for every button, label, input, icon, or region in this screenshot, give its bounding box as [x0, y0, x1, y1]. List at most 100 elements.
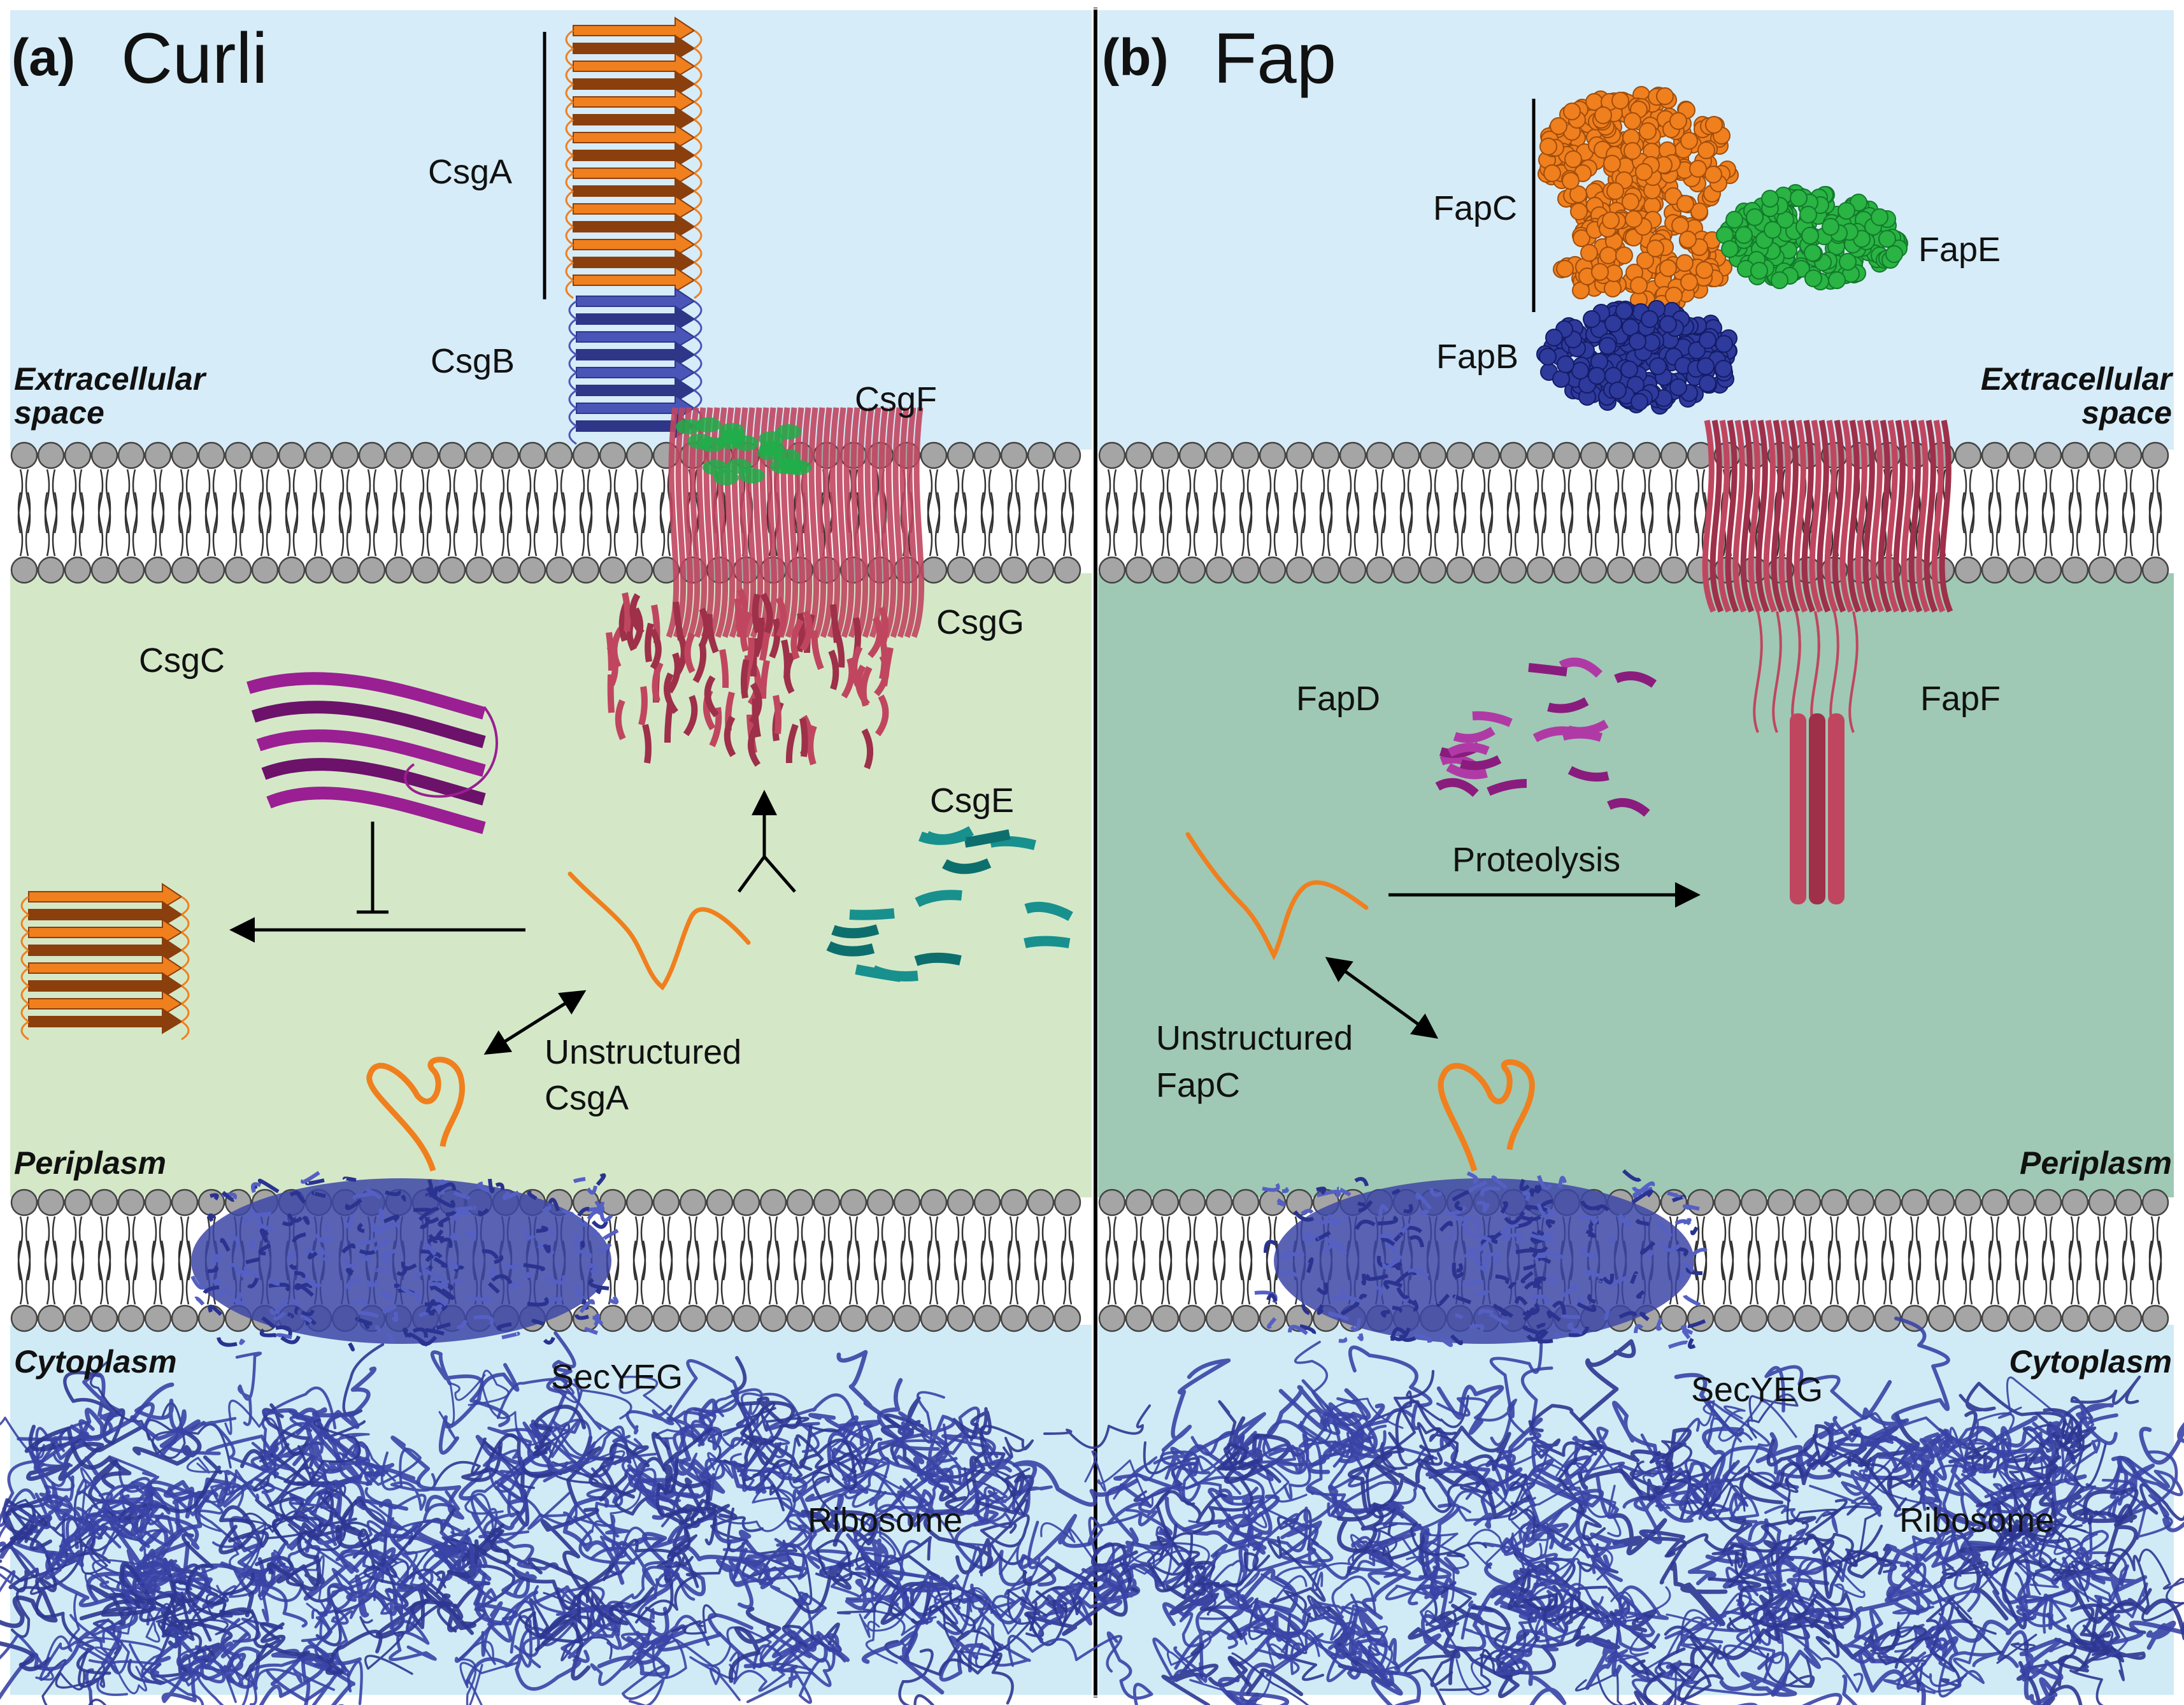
fapd-element [1528, 663, 1567, 676]
rna-ribbon [285, 1559, 343, 1646]
lipid-tail [365, 469, 371, 534]
beta-strand [573, 266, 696, 293]
atom-sphere [1606, 182, 1624, 200]
fape-sphere-cluster [1716, 184, 1908, 290]
lipid-head [652, 1188, 680, 1216]
lipid-tail [17, 1216, 24, 1281]
secyeg-helix [1452, 1190, 1470, 1202]
rna-ribbon [56, 1516, 133, 1568]
rna-ribbon [539, 1418, 631, 1460]
exchange-arrow-right [1325, 957, 1439, 1039]
csge-element [831, 924, 880, 939]
barrel-strand [1916, 420, 1931, 613]
secyeg-helix [1543, 1230, 1555, 1239]
secyeg-helix [422, 1266, 439, 1280]
pore-helix [719, 649, 729, 688]
secyeg-helix [1515, 1248, 1538, 1259]
secyeg-helix [429, 1285, 452, 1301]
rna-ribbon [1266, 1604, 1367, 1677]
rna-ribbon [339, 1547, 396, 1602]
rna-ribbon [869, 1464, 962, 1513]
strand-loop [20, 895, 29, 916]
strand-loop [694, 29, 703, 50]
lipid-head [1660, 556, 1688, 584]
barrel-strand [1709, 420, 1724, 613]
rna-ribbon [155, 1626, 249, 1670]
rna-ribbon [78, 1638, 161, 1673]
barrel-strand [1923, 420, 1938, 613]
secyeg-helix [548, 1297, 563, 1302]
secyeg-helix [476, 1181, 492, 1194]
lipid-tail [178, 1216, 184, 1281]
fapb-sphere-cluster [1536, 300, 1738, 415]
secyeg-helix [1587, 1294, 1596, 1304]
secyeg-helix [1386, 1243, 1398, 1253]
lipid-head [652, 1304, 680, 1332]
lipid-head [2115, 556, 2143, 584]
lipid-head [1098, 556, 1126, 584]
lipid-tail [747, 1240, 753, 1305]
lipid-tail [1640, 469, 1646, 534]
pore-helix [811, 630, 824, 670]
lipid-tail [124, 1240, 131, 1305]
lipid-head [1259, 556, 1287, 584]
lipid-tail [961, 492, 967, 557]
region-periplasm-a: Periplasm [14, 1145, 166, 1181]
atom-sphere [1557, 355, 1574, 373]
pore-helix [629, 593, 645, 636]
rna-ribbon [1252, 1541, 1334, 1572]
rna-ribbon [24, 1426, 132, 1490]
pore-helix [760, 592, 773, 634]
rna-ribbon [1260, 1566, 1324, 1592]
secyeg-helix [1278, 1270, 1299, 1278]
rna-ribbon [331, 1432, 396, 1482]
lipid-head [1927, 1304, 1955, 1332]
secyeg-helix [378, 1208, 384, 1222]
beta-strand [28, 918, 183, 945]
rna-ribbon [898, 1648, 935, 1705]
lipid-tail [1480, 492, 1486, 557]
rna-ribbon [728, 1606, 782, 1683]
lipid-tail [1380, 492, 1387, 557]
secyeg-helix [1687, 1338, 1696, 1349]
lipid-head [1000, 1188, 1028, 1216]
lipid-tail [1139, 469, 1146, 534]
rna-ribbon [1938, 1629, 1985, 1698]
secyeg-helix [437, 1182, 456, 1193]
lipid-tail [1132, 469, 1138, 534]
secyeg-helix [1281, 1187, 1289, 1194]
lipid-head [679, 1188, 707, 1216]
lipid-head [866, 1188, 894, 1216]
rna-ribbon [1530, 1404, 1603, 1450]
lipid-head [2115, 1304, 2143, 1332]
label-fapf: FapF [1920, 680, 2001, 718]
secyeg-helix [1545, 1219, 1556, 1229]
lipid-tail [231, 492, 238, 557]
rna-ribbon [1345, 1536, 1376, 1577]
secyeg-helix [1657, 1221, 1673, 1238]
lipid-head [331, 441, 359, 469]
secyeg-helix [1266, 1293, 1278, 1302]
secyeg-helix [274, 1333, 292, 1339]
strand-loop [20, 985, 29, 1005]
lipid-tail [934, 469, 941, 534]
beta-strand [576, 305, 696, 332]
region-cytoplasm-a: Cytoplasm [14, 1344, 177, 1380]
lipid-tail [2156, 1216, 2162, 1281]
lipid-head [358, 556, 386, 584]
pore-helix [622, 592, 631, 632]
lipid-tail [124, 492, 131, 557]
pore-helix [706, 613, 719, 653]
atom-sphere [1699, 375, 1717, 392]
lipid-tail [961, 1240, 967, 1305]
lipid-tail [399, 469, 406, 534]
lipid-tail [827, 1216, 834, 1281]
rna-ribbon [1664, 1625, 1724, 1705]
rna-ribbon [1983, 1523, 2039, 1577]
lipid-tail [1166, 469, 1173, 534]
lipid-head [171, 1304, 199, 1332]
lipid-head [1927, 1188, 1955, 1216]
rna-ribbon [1915, 1529, 1971, 1574]
lipid-tail [900, 1240, 906, 1305]
strand-loop [20, 1002, 29, 1023]
